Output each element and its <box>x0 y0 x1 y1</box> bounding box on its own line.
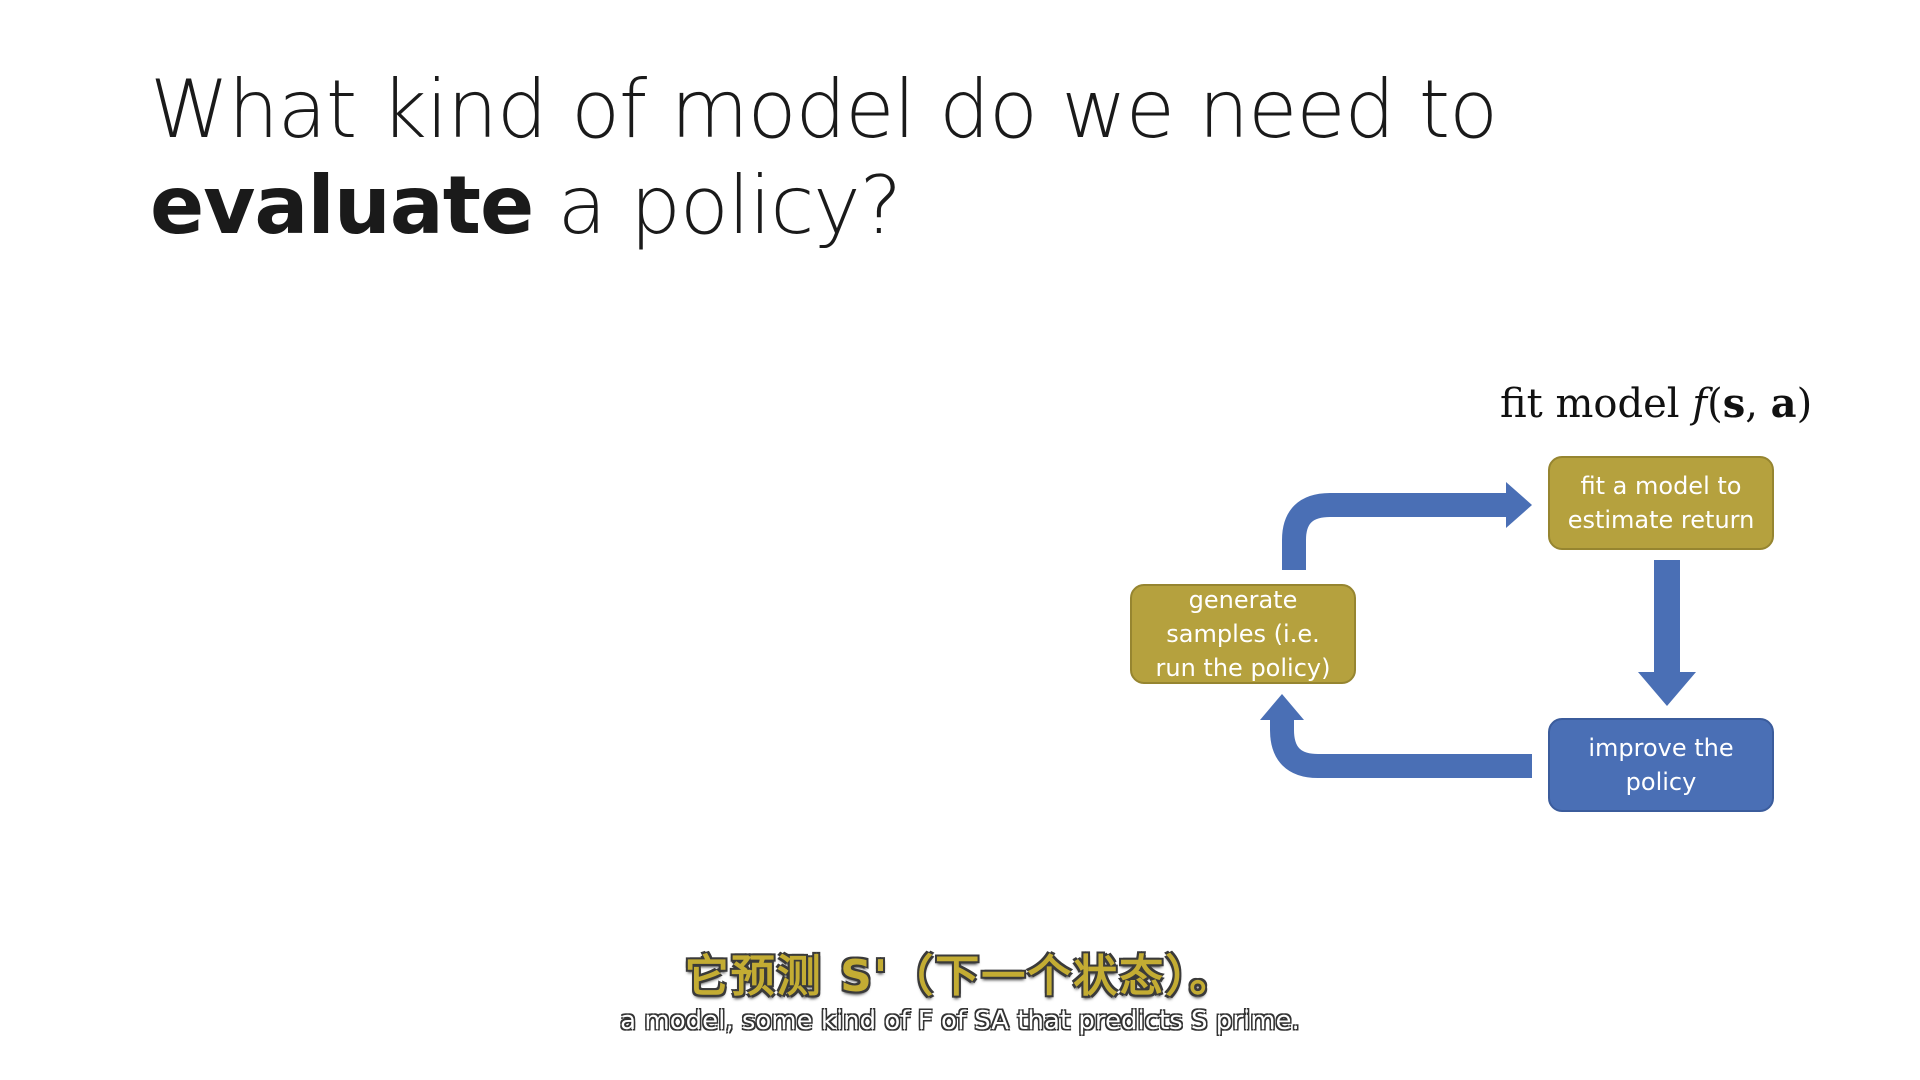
caption-close-paren: ) <box>1796 381 1813 427</box>
subtitle-chinese: 它预测 S'（下一个状态）。 <box>684 951 1236 1002</box>
arrow-generate-to-fit <box>1282 482 1532 570</box>
caption-separator: , <box>1745 381 1771 427</box>
box-improve-policy: improve the policy <box>1548 718 1774 812</box>
caption-prefix: fit model <box>1500 381 1693 427</box>
subtitle-english: a model, some kind of F of SA that predi… <box>620 1006 1300 1036</box>
arrow-fit-to-improve <box>1638 560 1696 706</box>
title-emphasis: evaluate <box>150 159 534 252</box>
caption-state: s <box>1722 380 1746 427</box>
title-part-2: a policy? <box>533 159 902 252</box>
arrow-improve-to-generate <box>1260 694 1532 778</box>
slide-title: What kind of model do we need to evaluat… <box>150 62 1810 254</box>
box-fit-model: fit a model to estimate return <box>1548 456 1774 550</box>
title-part-1: What kind of model do we need to <box>150 63 1498 156</box>
model-caption: fit model f(s, a) <box>1500 380 1830 427</box>
box-generate-samples-label: generate samples (i.e. run the policy) <box>1155 586 1331 682</box>
caption-function: f <box>1692 381 1708 427</box>
caption-action: a <box>1770 380 1797 427</box>
box-improve-policy-label: improve the policy <box>1588 734 1734 796</box>
box-fit-model-label: fit a model to estimate return <box>1567 472 1755 534</box>
box-generate-samples: generate samples (i.e. run the policy) <box>1130 584 1356 684</box>
caption-open-paren: ( <box>1707 381 1723 427</box>
